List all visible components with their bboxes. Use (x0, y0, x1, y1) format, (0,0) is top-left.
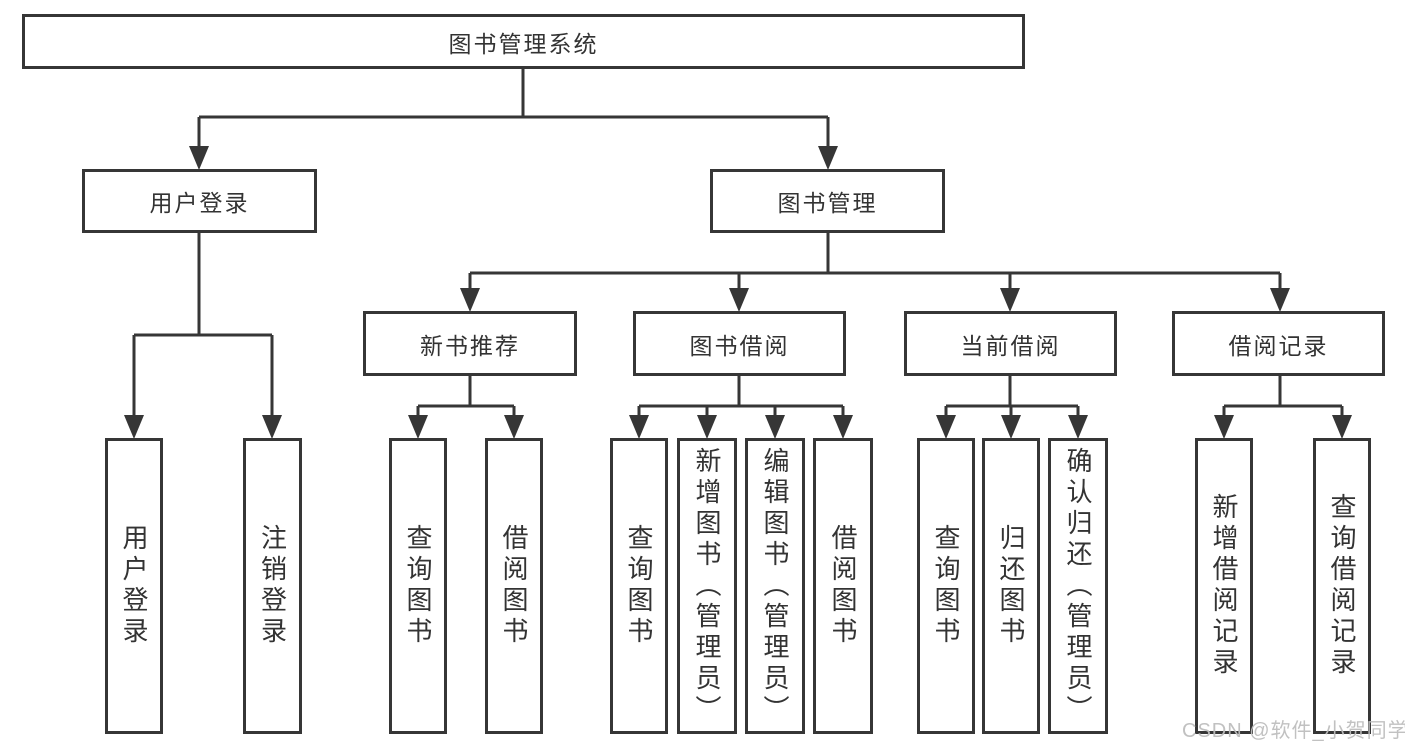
node-book-borrow-label: 图书借阅 (689, 332, 790, 359)
leaf-query-books-borrow: 查询图书 (610, 438, 668, 734)
leaf-query-borrow-record-label: 查询借阅记录 (1327, 493, 1357, 679)
leaf-edit-books-admin: 编辑图书（管理员） (745, 438, 805, 734)
leaf-borrow-books-recommend-label: 借阅图书 (499, 524, 529, 648)
leaf-add-borrow-record: 新增借阅记录 (1195, 438, 1253, 734)
node-root: 图书管理系统 (22, 14, 1025, 69)
node-user-login-label: 用户登录 (149, 190, 250, 216)
node-new-book-recommend: 新书推荐 (363, 311, 577, 376)
leaf-logout: 注销登录 (243, 438, 302, 734)
leaf-user-login-label: 用户登录 (119, 524, 149, 648)
leaf-add-borrow-record-label: 新增借阅记录 (1209, 493, 1239, 679)
leaf-return-books-label: 归还图书 (996, 524, 1026, 648)
leaf-edit-books-admin-label: 编辑图书（管理员） (760, 446, 790, 726)
leaf-logout-label: 注销登录 (257, 524, 288, 648)
leaf-query-books-recommend: 查询图书 (389, 438, 447, 734)
leaf-add-books-admin-label: 新增图书（管理员） (692, 446, 722, 726)
leaf-confirm-return-admin: 确认归还（管理员） (1048, 438, 1108, 734)
leaf-borrow-books: 借阅图书 (813, 438, 873, 734)
node-book-management-label: 图书管理 (777, 190, 878, 216)
node-root-label: 图书管理系统 (448, 30, 599, 57)
leaf-borrow-books-recommend: 借阅图书 (485, 438, 543, 734)
node-current-borrow-label: 当前借阅 (960, 332, 1061, 359)
node-user-login: 用户登录 (82, 169, 317, 233)
leaf-query-books-current: 查询图书 (917, 438, 975, 734)
watermark-text: CSDN @软件_小贺同学 (1182, 720, 1405, 742)
leaf-add-books-admin: 新增图书（管理员） (677, 438, 737, 734)
leaf-return-books: 归还图书 (982, 438, 1040, 734)
node-new-book-recommend-label: 新书推荐 (420, 332, 520, 359)
node-book-borrow: 图书借阅 (633, 311, 846, 376)
leaf-confirm-return-admin-label: 确认归还（管理员） (1063, 446, 1093, 726)
leaf-user-login: 用户登录 (105, 438, 163, 734)
node-current-borrow: 当前借阅 (904, 311, 1117, 376)
leaf-query-books-current-label: 查询图书 (931, 524, 961, 648)
node-book-management: 图书管理 (710, 169, 945, 233)
leaf-query-borrow-record: 查询借阅记录 (1313, 438, 1371, 734)
leaf-query-books-borrow-label: 查询图书 (624, 524, 654, 648)
leaf-borrow-books-label: 借阅图书 (828, 524, 858, 648)
node-borrow-records-label: 借阅记录 (1228, 332, 1329, 359)
leaf-query-books-recommend-label: 查询图书 (403, 524, 433, 648)
node-borrow-records: 借阅记录 (1172, 311, 1385, 376)
